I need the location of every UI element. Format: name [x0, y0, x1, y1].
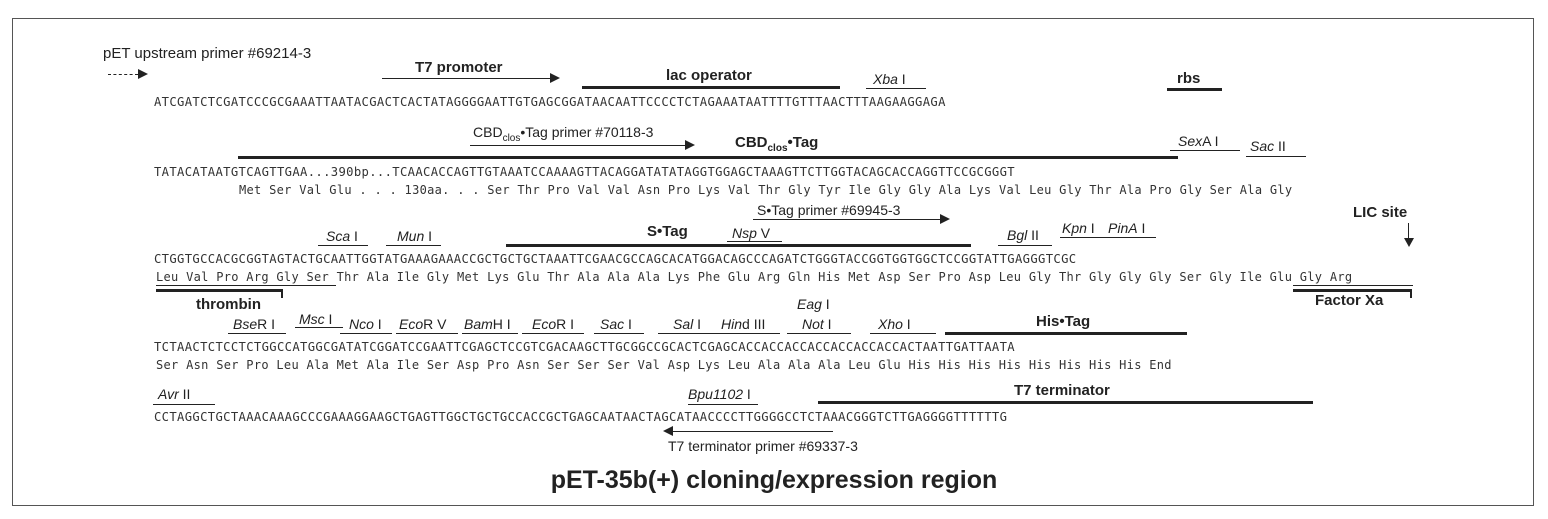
sac-ii-underline	[1246, 156, 1306, 157]
upstream-primer-arrow-line	[108, 74, 138, 75]
avr-ii-underline	[153, 404, 215, 405]
eco-rv-site: EcoR V	[399, 316, 447, 332]
factor-xa-underline	[1293, 285, 1413, 286]
translation-line-3: Ser Asn Ser Pro Leu Ala Met Ala Ile Ser …	[156, 358, 1172, 372]
eag-i-site: Eag I	[797, 296, 830, 312]
thrombin-bar	[156, 289, 282, 292]
sal-i-site: Sal I	[673, 316, 702, 332]
diagram-title: pET-35b(+) cloning/expression region	[550, 466, 998, 494]
nco-i-underline	[340, 333, 392, 334]
diagram-frame	[12, 18, 1534, 506]
his-tag-bar	[945, 332, 1187, 335]
t7-promoter-label: T7 promoter	[415, 59, 503, 76]
pin-ai-site: PinA I	[1108, 220, 1146, 236]
kpn-i-underline	[1060, 237, 1100, 238]
rbs-bar	[1167, 88, 1222, 91]
kpn-i-site: Kpn I	[1062, 220, 1095, 236]
msc-i-underline	[295, 327, 343, 328]
t7-promoter-arrowhead	[550, 73, 560, 83]
cbd-primer-label: CBDclos•Tag primer #70118-3	[473, 124, 654, 144]
bgl-ii-site: Bgl II	[1007, 227, 1039, 243]
sac-i-underline	[594, 333, 644, 334]
mun-i-site: Mun I	[397, 228, 433, 244]
sex-ai-underline	[1170, 150, 1240, 151]
hind-iii-site: Hind III	[721, 316, 766, 332]
sequence-line-2: TATACATAATGTCAGTTGAA...390bp...TCAACACCA…	[154, 165, 1015, 179]
thrombin-underline	[156, 285, 336, 286]
translation-line-2: Leu Val Pro Arg Gly Ser Thr Ala Ile Gly …	[156, 270, 1353, 284]
sac-i-site: Sac I	[600, 316, 632, 332]
sal-i-underline	[658, 333, 718, 334]
not-i-underline	[787, 333, 851, 334]
his-tag-label: His•Tag	[1036, 313, 1091, 330]
t7-promoter-arrow-line	[382, 78, 550, 79]
xba-i-underline	[866, 88, 926, 89]
stag-primer-arrowhead	[940, 214, 950, 224]
xho-i-site: Xho I	[878, 316, 911, 332]
lic-site-arrowhead	[1404, 238, 1414, 247]
factor-xa-bar	[1293, 289, 1412, 292]
sequence-line-1: ATCGATCTCGATCCCGCGAAATTAATACGACTCACTATAG…	[154, 95, 946, 109]
cbd-tag-bar	[238, 156, 1178, 159]
msc-i-site: Msc I	[299, 311, 333, 327]
cbd-primer-arrowhead	[685, 140, 695, 150]
sca-i-site: Sca I	[326, 228, 358, 244]
t7-terminator-primer-arrowhead	[663, 426, 673, 436]
translation-line-1: Met Ser Val Glu . . . 130aa. . . Ser Thr…	[239, 183, 1293, 197]
upstream-primer-arrowhead	[138, 69, 148, 79]
pin-ai-underline	[1096, 237, 1156, 238]
bse-ri-underline	[228, 333, 286, 334]
bse-ri-site: BseR I	[233, 316, 276, 332]
xba-i-site: Xba I	[873, 71, 906, 87]
sca-i-underline	[318, 245, 368, 246]
thrombin-label: thrombin	[196, 296, 261, 313]
avr-ii-site: Avr II	[158, 386, 191, 402]
bgl-ii-underline	[998, 245, 1052, 246]
bpu1102-i-site: Bpu1102 I	[688, 386, 751, 402]
sac-ii-site: Sac II	[1250, 138, 1286, 154]
eco-ri-underline	[522, 333, 584, 334]
upstream-primer-label: pET upstream primer #69214-3	[103, 45, 312, 62]
mun-i-underline	[386, 245, 441, 246]
t7-terminator-bar	[818, 401, 1313, 404]
lac-operator-label: lac operator	[666, 67, 752, 84]
factor-xa-label: Factor Xa	[1315, 292, 1384, 309]
bam-hi-underline	[462, 333, 518, 334]
t7-terminator-primer-arrow-line	[673, 431, 833, 432]
lic-site-arrow-line	[1408, 223, 1409, 239]
not-i-site: Not I	[802, 316, 832, 332]
sequence-line-4: TCTAACTCTCCTCTGGCCATGGCGATATCGGATCCGAATT…	[154, 340, 1015, 354]
eco-rv-underline	[396, 333, 458, 334]
t7-terminator-primer-label: T7 terminator primer #69337-3	[668, 438, 858, 454]
eco-ri-site: EcoR I	[532, 316, 575, 332]
lac-operator-bar	[582, 86, 840, 89]
stag-primer-label: S•Tag primer #69945-3	[757, 202, 901, 218]
sex-ai-site: SexA I	[1178, 133, 1219, 149]
nco-i-site: Nco I	[349, 316, 382, 332]
nsp-v-site: Nsp V	[732, 225, 771, 241]
lic-site-label: LIC site	[1353, 204, 1408, 221]
xho-i-underline	[870, 333, 936, 334]
bam-hi-site: BamH I	[464, 316, 511, 332]
stag-bar	[506, 244, 971, 247]
stag-primer-arrow-line	[753, 219, 940, 220]
bpu1102-i-underline	[688, 404, 758, 405]
nsp-v-underline	[727, 241, 782, 242]
factor-xa-cleavage-mark	[1410, 289, 1412, 298]
thrombin-cleavage-mark	[281, 289, 283, 298]
t7-terminator-label: T7 terminator	[1014, 382, 1110, 399]
sequence-line-3: CTGGTGCCACGCGGTAGTACTGCAATTGGTATGAAAGAAA…	[154, 252, 1077, 266]
rbs-label: rbs	[1177, 70, 1201, 87]
cbd-tag-label: CBDclos•Tag	[735, 134, 819, 154]
hind-iii-underline	[718, 333, 780, 334]
stag-label: S•Tag	[647, 223, 688, 240]
sequence-line-5: CCTAGGCTGCTAAACAAAGCCCGAAAGGAAGCTGAGTTGG…	[154, 410, 1008, 424]
cbd-primer-arrow-line	[470, 145, 685, 146]
